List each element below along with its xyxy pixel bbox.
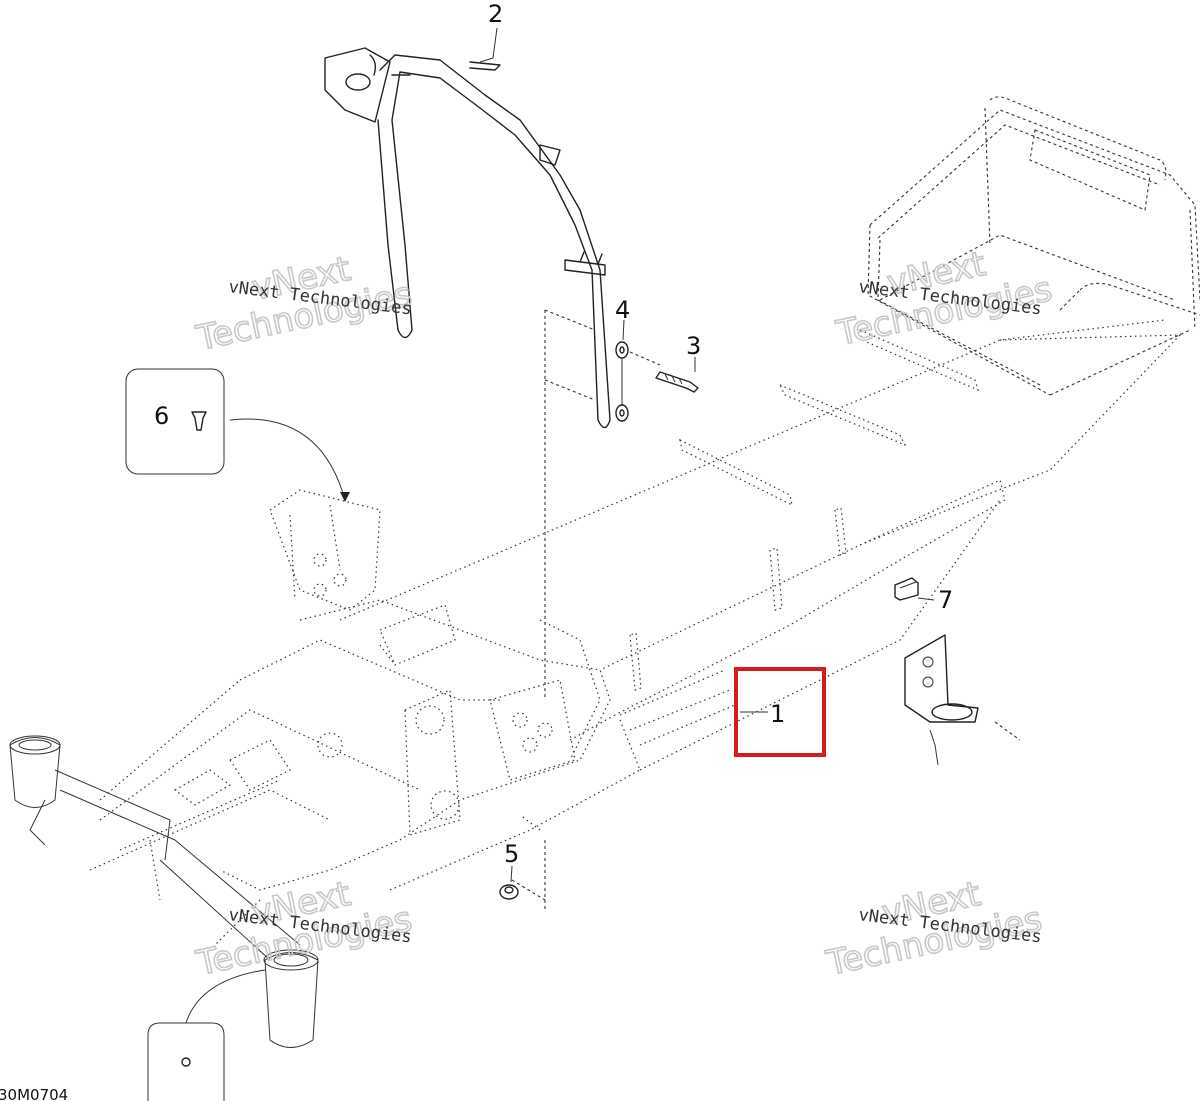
watermark-top-left: vNext Technologies vNext Technologies bbox=[192, 248, 417, 360]
mount-bracket bbox=[904, 634, 1021, 766]
callout-7[interactable]: 7 bbox=[938, 586, 953, 614]
nut-part-5 bbox=[499, 884, 519, 900]
callout-4[interactable]: 4 bbox=[615, 296, 630, 324]
front-frame-outline bbox=[9, 489, 611, 1048]
watermark-bottom-left: vNext Technologies vNext Technologies bbox=[192, 873, 417, 985]
figure-code: 30M0704 bbox=[0, 1086, 68, 1101]
rear-rack-outline bbox=[867, 96, 1200, 396]
leader-part-2 bbox=[479, 27, 498, 63]
tunnel-outline bbox=[339, 319, 1182, 891]
leader-part-6 bbox=[229, 418, 346, 501]
callout-2[interactable]: 2 bbox=[488, 0, 503, 28]
washer-part-4 bbox=[615, 341, 629, 422]
callout-6[interactable]: 6 bbox=[154, 402, 169, 430]
assembly-guide-lines bbox=[511, 309, 661, 912]
watermark-bottom-right: vNext Technologies vNext Technologies bbox=[822, 873, 1047, 985]
callout-5[interactable]: 5 bbox=[504, 840, 519, 868]
callout-1[interactable]: 1 bbox=[770, 700, 785, 728]
leader-part-4 bbox=[622, 319, 625, 341]
leader-part-5 bbox=[510, 865, 513, 883]
arrow-part-6 bbox=[340, 492, 350, 502]
highlight-box-callout-1 bbox=[734, 667, 826, 757]
callout-3[interactable]: 3 bbox=[686, 332, 701, 360]
bolt-part-3 bbox=[655, 371, 699, 393]
plug-part-7 bbox=[894, 577, 919, 601]
steering-post bbox=[324, 47, 611, 429]
inset-box-part-6 bbox=[125, 368, 225, 475]
watermark-top-right: vNext Technologies vNext Technologies bbox=[832, 243, 1057, 355]
leader-part-7 bbox=[917, 597, 935, 601]
inset-box-bottom bbox=[147, 969, 266, 1101]
